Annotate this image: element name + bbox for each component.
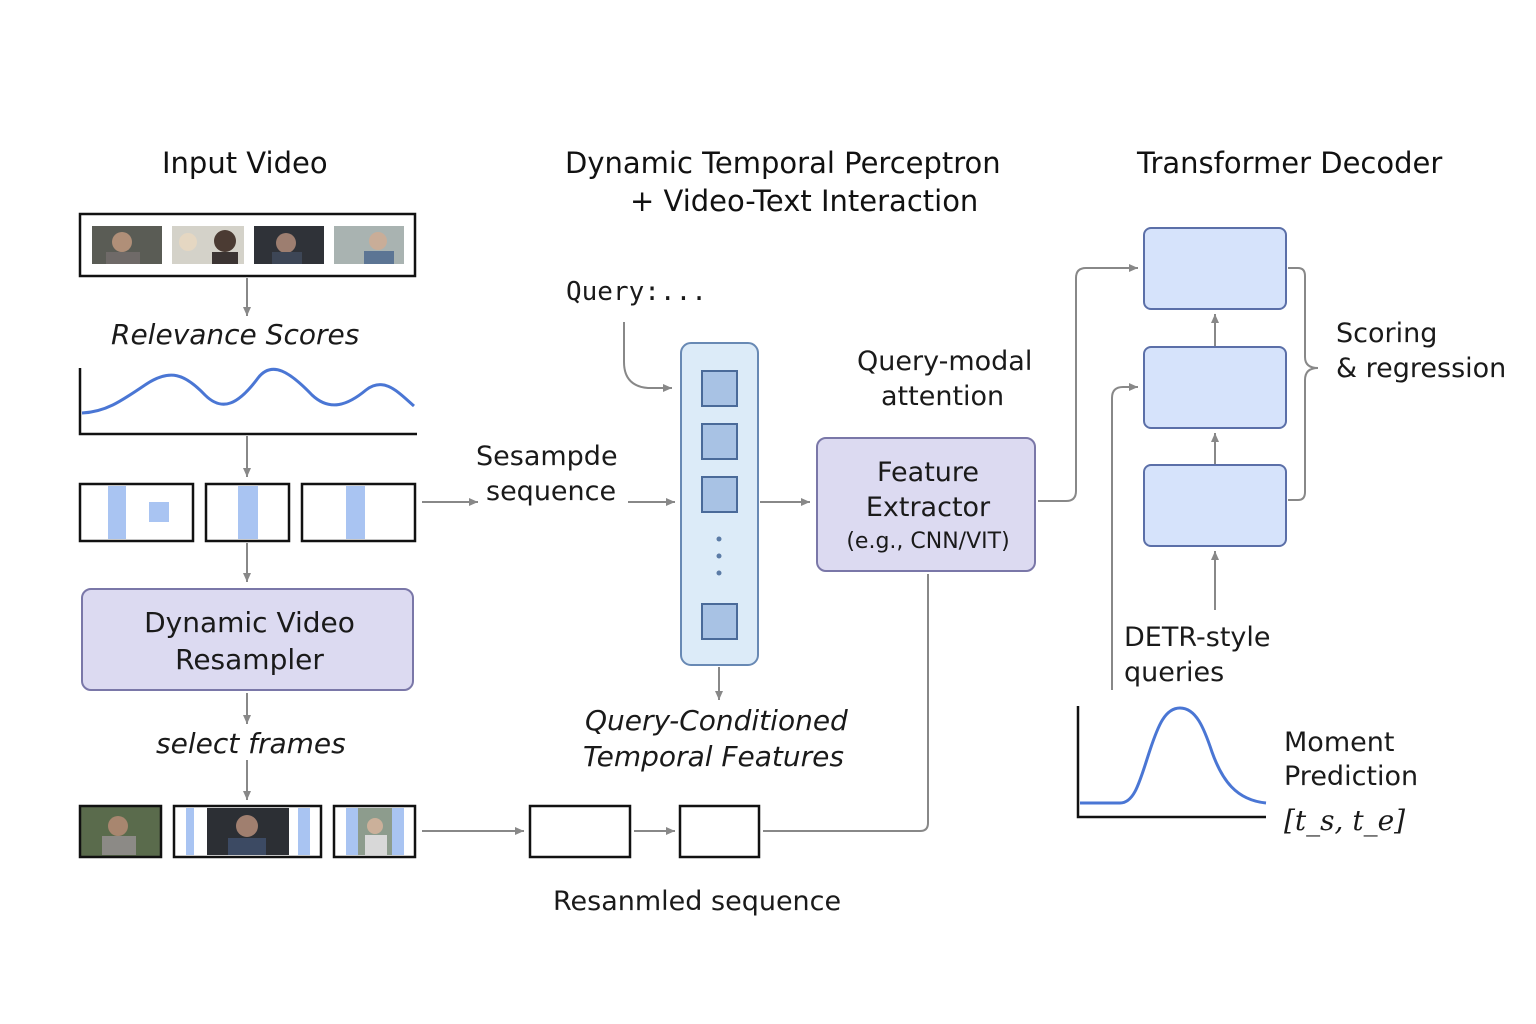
label-query-modal-line2: attention bbox=[881, 381, 1005, 412]
token-2 bbox=[701, 423, 738, 460]
moment-curve bbox=[1080, 706, 1267, 805]
scoring-bracket bbox=[1288, 267, 1319, 501]
token-3 bbox=[701, 476, 738, 513]
moment-plot-axes bbox=[1076, 706, 1266, 819]
selected-frame-1 bbox=[78, 804, 163, 859]
token-n bbox=[701, 603, 738, 640]
arrow-detr-side-to-decoder bbox=[1111, 383, 1138, 690]
label-moment-line2: Prediction bbox=[1284, 761, 1419, 792]
arrow-query-to-tokens bbox=[623, 322, 672, 392]
decoder-block-bottom bbox=[1143, 464, 1287, 547]
ellipsis-dot-3 bbox=[716, 570, 722, 576]
label-scoring-line1: Scoring bbox=[1336, 318, 1438, 349]
video-thumbnail-2 bbox=[172, 226, 244, 264]
ellipsis-dot-2 bbox=[716, 553, 722, 559]
label-scoring-line2: & regression bbox=[1336, 353, 1507, 384]
label-query-modal-line1: Query-modal bbox=[857, 346, 1033, 377]
label-detr-line2: queries bbox=[1124, 657, 1225, 688]
label-relevance-scores: Relevance Scores bbox=[111, 318, 360, 351]
token-1 bbox=[701, 370, 738, 407]
relevance-curve bbox=[81, 367, 415, 415]
label-qc-features-line1: Query-Conditioned bbox=[585, 704, 848, 737]
video-thumbnail-4 bbox=[334, 226, 404, 264]
sampled-frame-3 bbox=[300, 482, 417, 543]
arrow-extractor-to-decoder bbox=[1038, 264, 1138, 502]
decoder-block-middle bbox=[1143, 346, 1287, 429]
label-select-frames: select frames bbox=[156, 727, 346, 760]
title-perceptron-line1: Dynamic Temporal Perceptron bbox=[565, 146, 1001, 180]
label-moment-line1: Moment bbox=[1284, 727, 1395, 758]
decoder-block-top bbox=[1143, 227, 1287, 310]
resampled-box-1 bbox=[528, 804, 632, 859]
dynamic-video-resampler-box: Dynamic Video Resampler bbox=[81, 588, 414, 691]
label-sampled-line2: sequence bbox=[486, 476, 617, 507]
title-input-video: Input Video bbox=[162, 146, 328, 180]
resampler-label-line1: Dynamic Video bbox=[144, 606, 355, 639]
feature-label-line1: Feature bbox=[876, 457, 980, 488]
feature-label-line2: Extractor bbox=[865, 492, 991, 523]
resampled-box-2 bbox=[678, 804, 761, 859]
video-thumbnail-1 bbox=[92, 226, 162, 264]
label-qc-features-line2: Temporal Features bbox=[583, 740, 844, 773]
selected-frame-2 bbox=[172, 804, 323, 859]
sampled-frame-1 bbox=[78, 482, 195, 543]
title-perceptron-line2: + Video-Text Interaction bbox=[630, 184, 979, 218]
video-thumbnail-3 bbox=[254, 226, 324, 264]
feature-label-line3: (e.g., CNN/VIT) bbox=[846, 529, 1010, 554]
connector-resampled-to-feature bbox=[763, 574, 929, 832]
relevance-plot-axes bbox=[78, 368, 417, 436]
title-decoder: Transformer Decoder bbox=[1137, 146, 1443, 180]
label-moment-output: [t_s, t_e] bbox=[1284, 804, 1406, 837]
resampler-label-line2: Resampler bbox=[175, 643, 324, 676]
label-resampled-sequence: Resanmled sequence bbox=[553, 886, 842, 917]
label-sampled-line1: Sesampde bbox=[476, 441, 618, 472]
selected-frame-3 bbox=[332, 804, 417, 859]
label-detr-line1: DETR-style bbox=[1124, 622, 1271, 653]
ellipsis-dot-1 bbox=[716, 536, 722, 542]
sampled-frame-2 bbox=[204, 482, 291, 543]
label-query: Query:... bbox=[566, 277, 707, 307]
feature-extractor-box: Feature Extractor (e.g., CNN/VIT) bbox=[816, 437, 1036, 572]
